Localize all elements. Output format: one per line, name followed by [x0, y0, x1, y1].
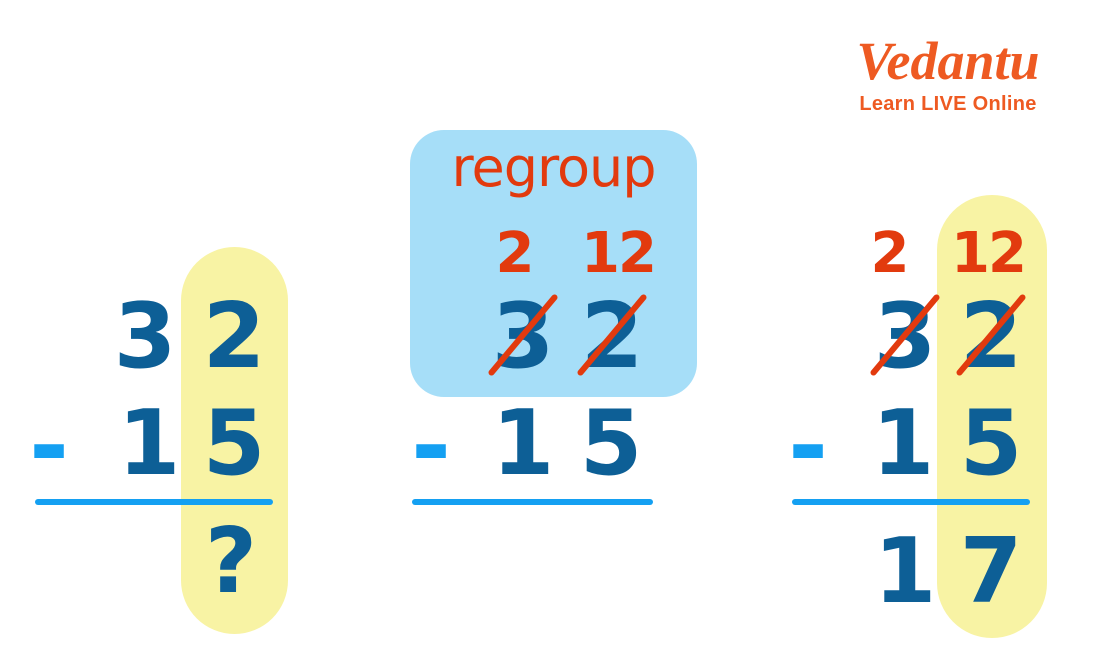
step3-result-ones: 7: [959, 519, 1023, 624]
step3-result-tens: 1: [873, 519, 937, 624]
vedantu-logo: Vedantu Learn LIVE Online: [828, 30, 1068, 116]
step3-minus-operator: -: [788, 390, 828, 502]
step1-subtrahend-ones: 5: [202, 391, 266, 496]
step1-minuend-tens: 3: [113, 284, 177, 389]
step2-minuend-tens-crossed: 3: [478, 292, 568, 382]
regroup-label: regroup: [451, 136, 656, 199]
regroup-callout-box: [410, 130, 697, 397]
step3-minuend-tens-crossed: 3: [860, 292, 950, 382]
step3-carry-ones: 12: [951, 221, 1027, 286]
step3-carry-tens: 2: [870, 221, 910, 286]
step3-ones-column-highlight: [937, 195, 1047, 638]
brand-wordmark: Vedantu: [856, 31, 1040, 91]
brand-tagline: Learn LIVE Online: [859, 93, 1037, 115]
step3-minuend-ones-crossed: 2: [946, 292, 1036, 382]
step1-subtrahend-tens: 1: [117, 391, 181, 496]
step1-minus-operator: -: [29, 390, 69, 502]
step2-minuend-ones-crossed: 2: [567, 292, 657, 382]
step3-subtrahend-ones: 5: [959, 391, 1023, 496]
step2-subtraction-line: [412, 499, 653, 505]
step2-subtrahend-ones: 5: [579, 391, 643, 496]
step3-subtrahend-tens: 1: [871, 391, 935, 496]
step2-carry-tens: 2: [495, 221, 535, 286]
step1-result-ones-question: ?: [204, 509, 258, 614]
step1-minuend-ones: 2: [202, 284, 266, 389]
step1-subtraction-line: [35, 499, 273, 505]
step3-subtraction-line: [792, 499, 1030, 505]
step2-minus-operator: -: [411, 390, 451, 502]
step2-carry-ones: 12: [581, 221, 657, 286]
step2-subtrahend-tens: 1: [491, 391, 555, 496]
step1-ones-column-highlight: [181, 247, 288, 634]
